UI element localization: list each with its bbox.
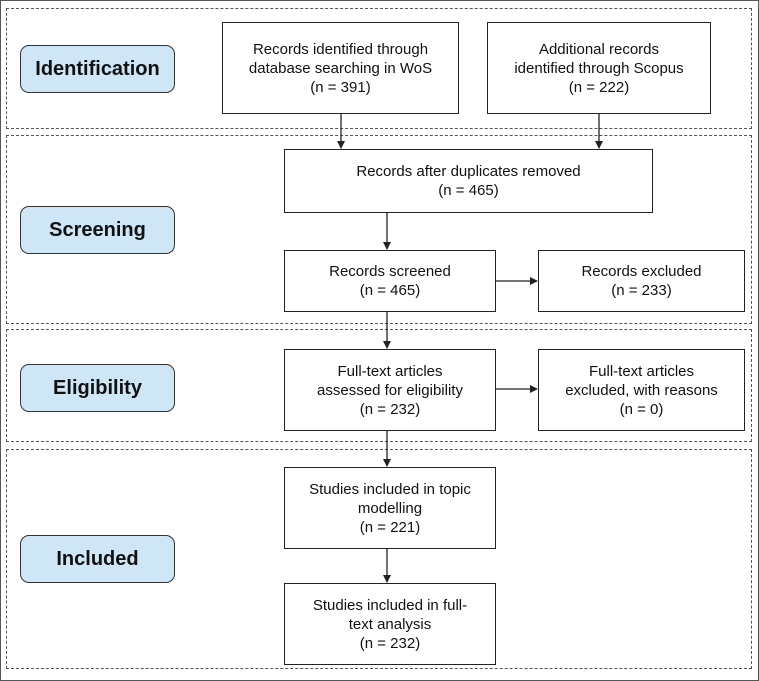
box-records-excluded: Records excluded (n = 233) (538, 250, 745, 312)
fulltext-excluded-count: (n = 0) (619, 400, 664, 418)
analysis-line1: Studies included in full- (312, 596, 468, 614)
eligibility-section (6, 329, 752, 442)
topic-line1: Studies included in topic (309, 480, 471, 498)
fulltext-line2: assessed for eligibility (317, 381, 463, 399)
excluded-count: (n = 233) (611, 282, 672, 299)
stage-screening: Screening (20, 206, 175, 254)
duplicates-line1: Records after duplicates removed (356, 163, 581, 180)
scopus-count: (n = 222) (568, 78, 630, 96)
screening-section (6, 135, 752, 324)
wos-count: (n = 391) (310, 78, 371, 96)
stage-eligibility: Eligibility (20, 364, 175, 412)
fulltext-excluded-line2: excluded, with reasons (565, 381, 718, 399)
fulltext-count: (n = 232) (359, 400, 421, 418)
fulltext-excluded-line1: Full-text articles (588, 362, 695, 380)
analysis-count: (n = 232) (359, 634, 421, 652)
box-fulltext-assessed: Full-text articles assessed for eligibil… (284, 349, 496, 431)
identification-section (6, 8, 752, 129)
duplicates-count: (n = 465) (438, 182, 499, 199)
topic-count: (n = 221) (359, 518, 421, 536)
box-wos-records: Records identified through database sear… (222, 22, 459, 114)
box-scopus-records: Additional records identified through Sc… (487, 22, 711, 114)
screened-line1: Records screened (329, 263, 451, 280)
scopus-line2: identified through Scopus (514, 59, 684, 77)
wos-line2: database searching in WoS (248, 59, 433, 77)
wos-line1: Records identified through (252, 40, 429, 58)
fulltext-line1: Full-text articles (337, 362, 443, 380)
stage-included: Included (20, 535, 175, 583)
box-records-screened: Records screened (n = 465) (284, 250, 496, 312)
screened-count: (n = 465) (359, 282, 421, 299)
stage-identification: Identification (20, 45, 175, 93)
included-section (6, 449, 752, 669)
scopus-line1: Additional records (538, 40, 660, 58)
box-topic-modelling: Studies included in topic modelling (n =… (284, 467, 496, 549)
topic-line2: modelling (357, 499, 423, 517)
excluded-line1: Records excluded (581, 263, 702, 280)
box-fulltext-excluded: Full-text articles excluded, with reason… (538, 349, 745, 431)
box-fulltext-analysis: Studies included in full- text analysis … (284, 583, 496, 665)
box-duplicates-removed: Records after duplicates removed (n = 46… (284, 149, 653, 213)
analysis-line2: text analysis (348, 615, 432, 633)
